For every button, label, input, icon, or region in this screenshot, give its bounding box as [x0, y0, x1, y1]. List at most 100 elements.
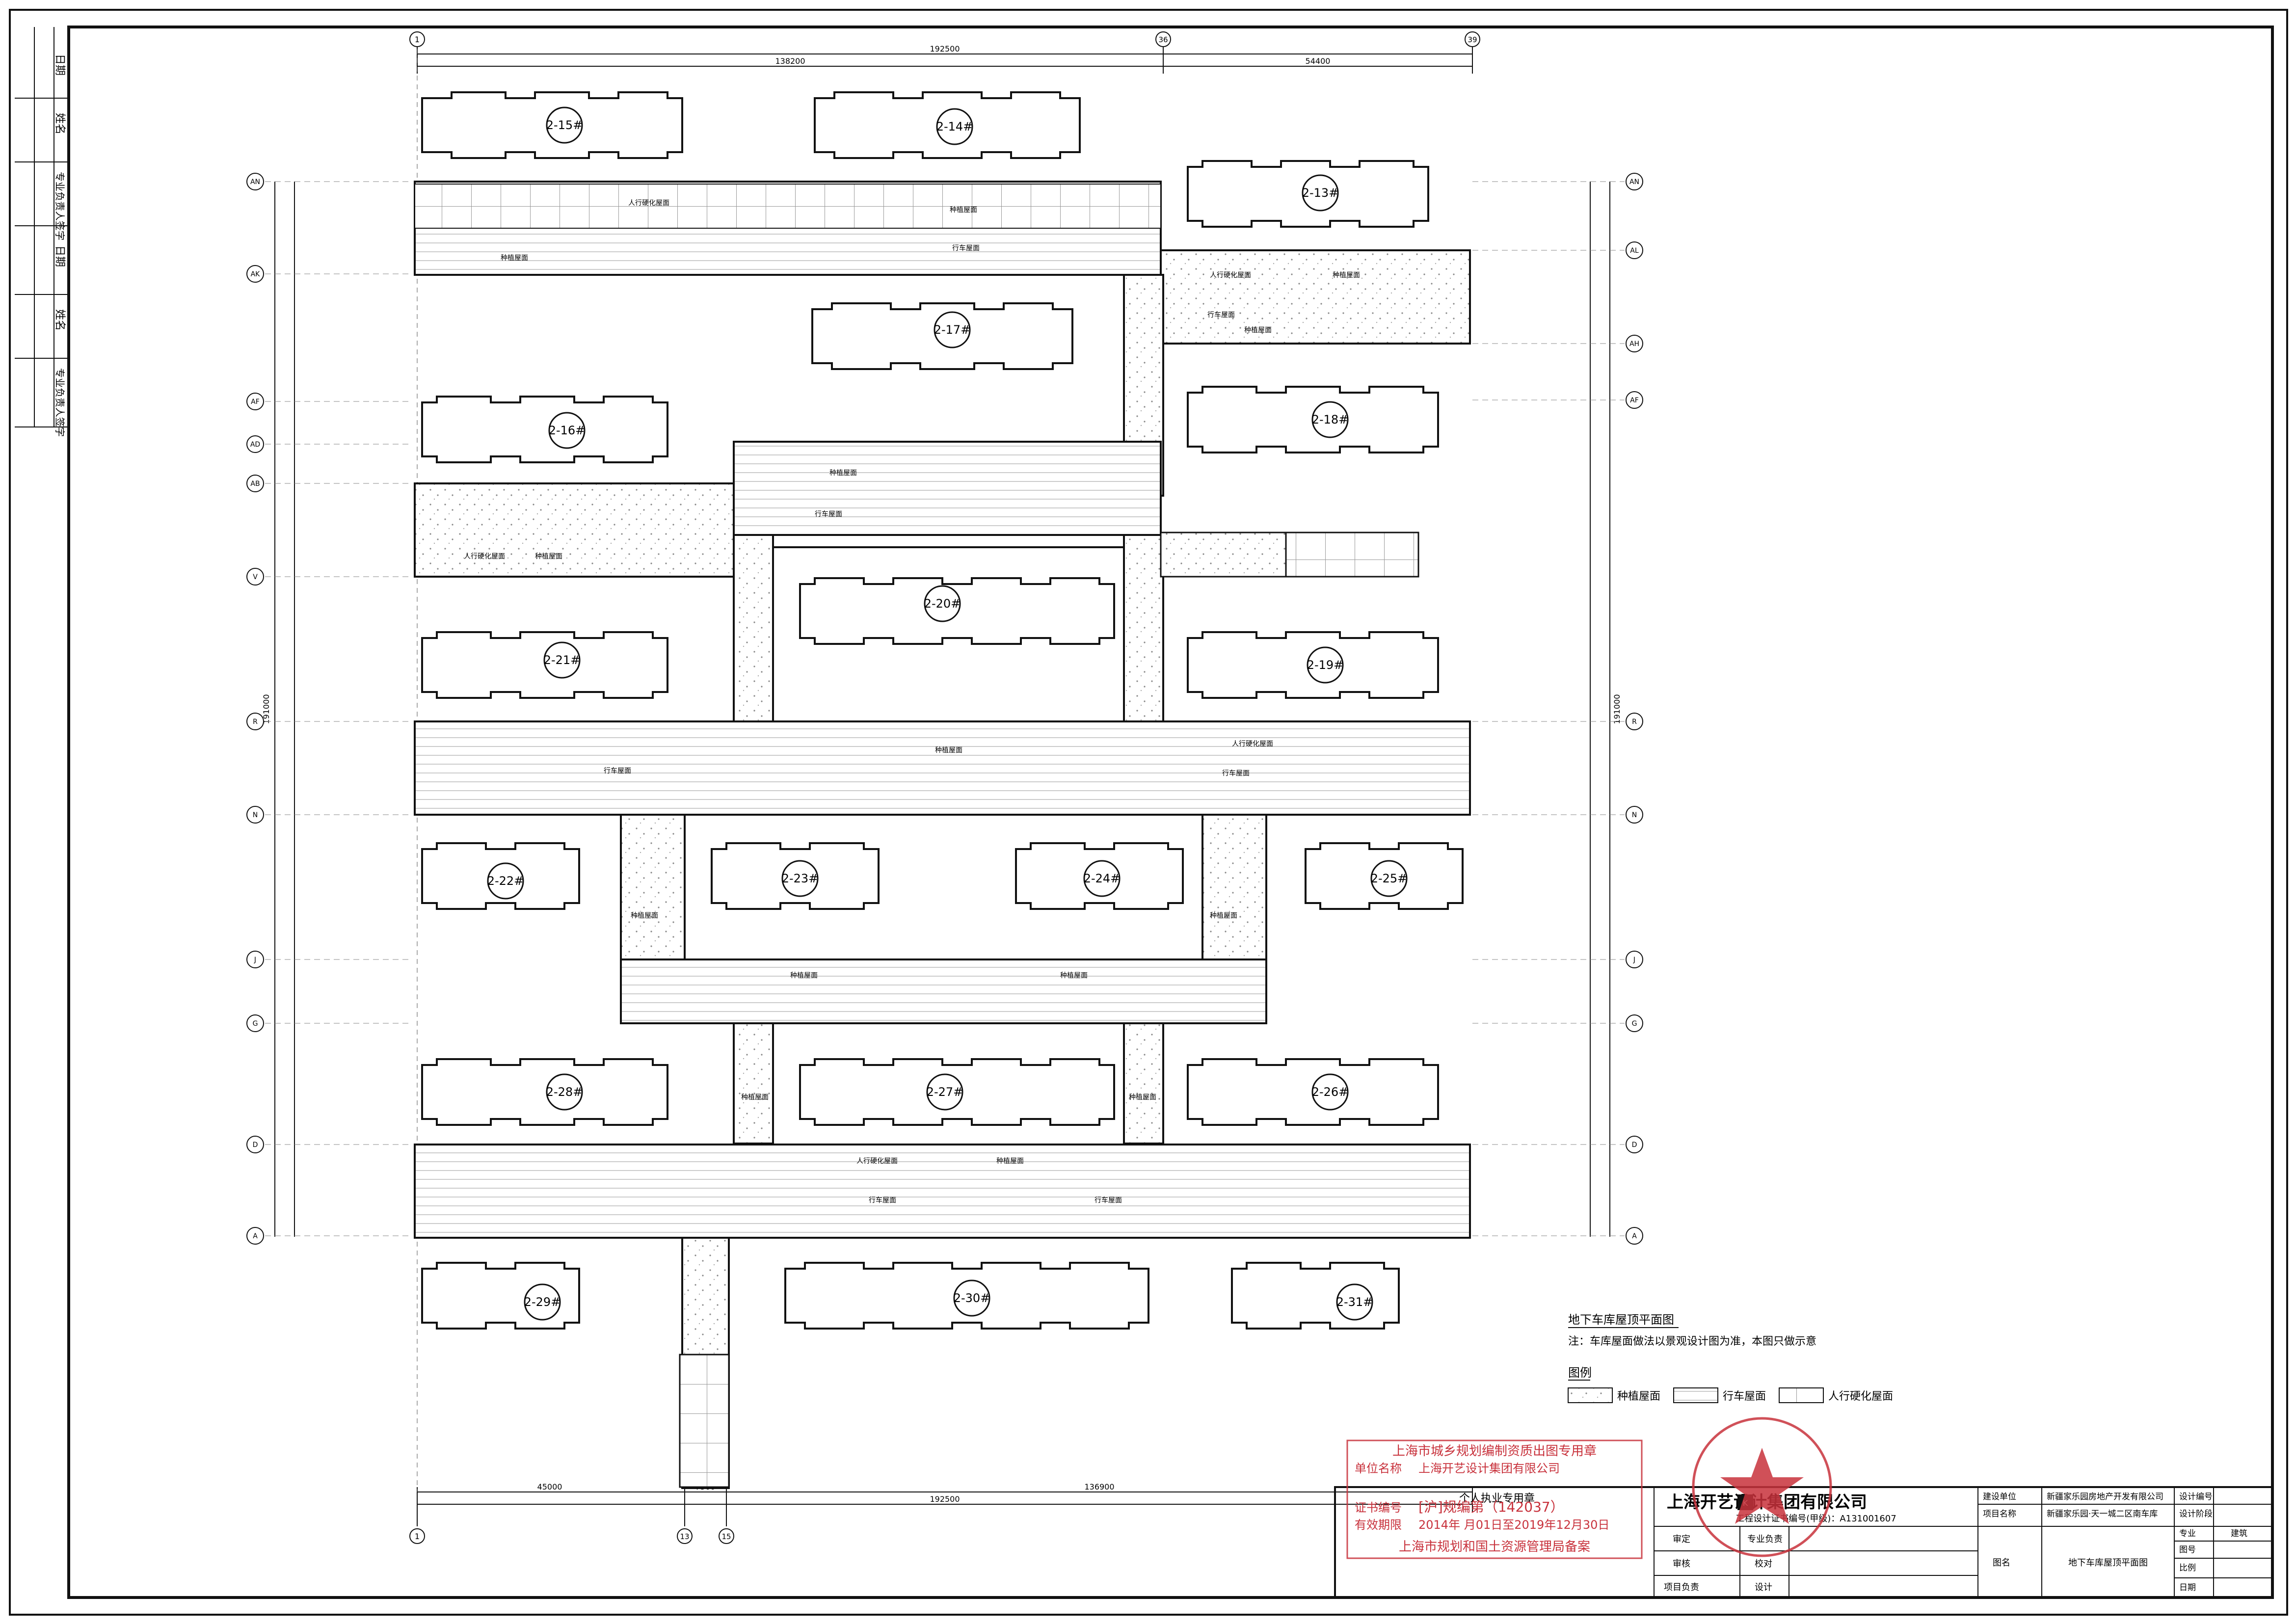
roof-label-planting: 种植屋面: [535, 553, 562, 560]
project-label: 项目名称: [1983, 1509, 2016, 1519]
stamp-value: 上海开艺设计集团有限公司: [1418, 1462, 1560, 1475]
axis-bubble: 39: [1468, 35, 1477, 44]
roof-label-pedestrian: 人行硬化屋面: [1232, 740, 1273, 748]
building-label: 2-18#: [1312, 413, 1349, 426]
building-label: 2-15#: [546, 118, 583, 132]
legend-swatch-pedestrian: [1779, 1387, 1824, 1403]
building-2-26: [1187, 1058, 1439, 1126]
building-2-16: [421, 396, 668, 463]
strip-label: 日期: [53, 245, 66, 267]
building-2-13: [1187, 160, 1429, 228]
legend-label: 行车屋面: [1723, 1390, 1766, 1403]
buildings: [421, 91, 1464, 1330]
axis-bubble: D: [1632, 1141, 1637, 1149]
roof-label-driving: 行车屋面: [815, 510, 842, 518]
client-label: 建设单位: [1983, 1492, 2016, 1502]
axis-bubble: V: [253, 573, 258, 581]
axis-bubble: 13: [680, 1532, 689, 1541]
axis-bubble: 36: [1158, 35, 1168, 44]
axis-bubble: 15: [721, 1532, 731, 1541]
building-2-19: [1187, 631, 1439, 699]
building-label: 2-31#: [1336, 1295, 1373, 1309]
building-label: 2-21#: [544, 653, 581, 667]
right-dimensions: [1590, 182, 1610, 1237]
axis-bubble: AL: [1630, 247, 1639, 255]
scale-label: 比例: [2179, 1563, 2196, 1573]
axis-bubble: D: [253, 1141, 258, 1149]
dim-bottom-total: 192500: [930, 1494, 960, 1504]
stamp-key: 单位名称: [1355, 1462, 1402, 1475]
axis-bubble: R: [253, 718, 258, 726]
grid-axes-right: AN AL AH AF R N J G D A: [1626, 173, 1643, 1245]
dim-bottom-seg3: 136900: [1084, 1482, 1114, 1491]
building-2-15: [421, 91, 683, 159]
discipline: 建筑: [2231, 1529, 2247, 1539]
drawing-name: 地下车库屋顶平面图: [2068, 1558, 2148, 1568]
stamp-value: [沪]规编第（142037）: [1418, 1499, 1564, 1515]
building-2-17: [811, 302, 1073, 370]
building-label: 2-19#: [1307, 658, 1344, 672]
date-label: 日期: [2179, 1583, 2196, 1593]
roof-label-driving: 行车屋面: [1095, 1196, 1122, 1204]
building-2-29: [421, 1262, 580, 1330]
sheet-no-label: 图号: [2179, 1545, 2196, 1555]
role-label: 审核: [1673, 1559, 1690, 1569]
building-2-27: [799, 1058, 1115, 1126]
building-2-21: [421, 631, 668, 699]
roof-label-planting: 种植屋面: [790, 972, 818, 980]
legend-label: 人行硬化屋面: [1828, 1390, 1893, 1403]
dim-right-total: 191000: [1612, 694, 1622, 724]
building-label: 2-25#: [1371, 872, 1408, 885]
building-label: 2-22#: [487, 874, 524, 888]
roof-label-pedestrian: 人行硬化屋面: [464, 553, 505, 560]
roof-label-pedestrian: 人行硬化屋面: [856, 1157, 898, 1165]
dim-bottom-seg1: 45000: [537, 1482, 562, 1491]
grid-axes-bottom: 1 13 15: [409, 1528, 734, 1544]
stamp-value: 2014年 月01日至2019年12月30日: [1418, 1518, 1609, 1532]
roof-label-driving: 行车屋面: [1222, 769, 1250, 777]
axis-bubble: AH: [1629, 340, 1639, 348]
axis-bubble: J: [1633, 956, 1635, 964]
stamp-key: 证书编号: [1355, 1501, 1402, 1515]
building-label: 2-28#: [546, 1085, 583, 1099]
project-name: 新疆家乐园·天一城二区南车库: [2047, 1509, 2158, 1519]
axis-bubble: A: [253, 1232, 258, 1240]
axis-bubble: N: [1632, 811, 1637, 819]
stamp-key: 有效期限: [1355, 1518, 1402, 1532]
legend-heading: 图例: [1568, 1366, 1592, 1380]
building-labels: 2-15# 2-14# 2-13# 2-17# 2-16# 2-18# 2-20…: [487, 118, 1408, 1309]
legend-swatch-driving: [1673, 1387, 1718, 1403]
roof-label-planting: 种植屋面: [1333, 271, 1360, 279]
strip-label: 姓名: [53, 309, 66, 331]
stamp-footer: 上海市规划和国土资源管理局备案: [1399, 1540, 1590, 1554]
building-2-18: [1187, 386, 1439, 453]
building-label: 2-24#: [1084, 872, 1121, 885]
axis-bubble: R: [1632, 718, 1637, 726]
axis-bubble: AF: [251, 398, 260, 406]
role-label: 设计: [1755, 1582, 1772, 1593]
building-2-31: [1231, 1262, 1400, 1330]
outer-border: [9, 9, 2288, 1616]
axis-bubble: G: [253, 1020, 258, 1028]
roof-label-planting: 种植屋面: [1129, 1093, 1156, 1101]
axis-bubble: AN: [1629, 178, 1639, 186]
dim-top-seg2: 54400: [1306, 56, 1331, 66]
axis-bubble: AK: [251, 270, 261, 278]
roof-label-planting: 种植屋面: [1210, 912, 1237, 920]
building-label: 2-13#: [1302, 186, 1339, 200]
role-label: 项目负责: [1664, 1582, 1699, 1593]
role-label: 专业负责: [1747, 1534, 1783, 1544]
building-label: 2-17#: [934, 323, 971, 337]
roof-label-planting: 种植屋面: [996, 1157, 1024, 1165]
building-2-20: [799, 577, 1115, 645]
roof-label-driving: 行车屋面: [604, 767, 631, 775]
role-label: 校对: [1755, 1559, 1772, 1569]
drawing-title: 地下车库屋顶平面图: [1568, 1313, 1674, 1327]
building-2-23: [711, 842, 880, 910]
roof-label-driving: 行车屋面: [1207, 311, 1235, 319]
strip-label: 日期: [53, 54, 66, 76]
roof-label-planting: 种植屋面: [950, 206, 977, 214]
stamp-title: 上海市城乡规划编制资质出图专用章: [1392, 1444, 1597, 1459]
company-cert: 工程设计证书编号(甲级)：A131001607: [1735, 1514, 1896, 1524]
legend: 种植屋面 行车屋面 人行硬化屋面: [1568, 1387, 1893, 1403]
